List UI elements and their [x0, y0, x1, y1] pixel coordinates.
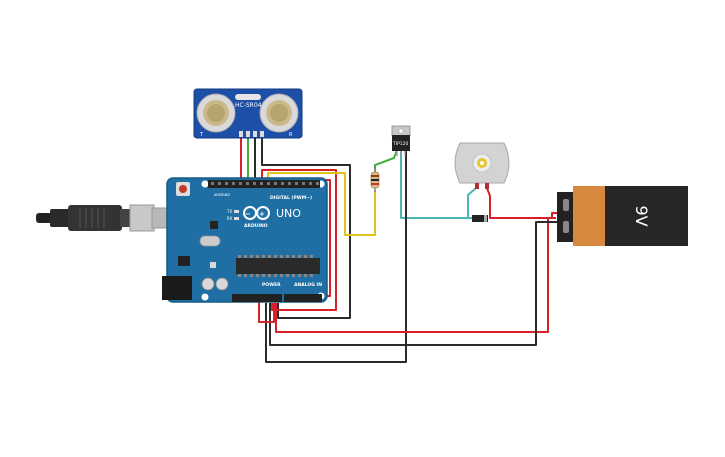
wire-yellow-pwm[interactable]: [267, 172, 376, 236]
svg-text:−: −: [245, 210, 251, 218]
atmega-chip: [236, 258, 320, 274]
wire-teal-collector[interactable]: [400, 150, 474, 219]
analog-header[interactable]: [284, 294, 322, 302]
digital-label: DIGITAL (PWM~): [270, 195, 312, 201]
resistor[interactable]: [370, 168, 380, 192]
power-jack[interactable]: [162, 276, 192, 300]
dc-motor[interactable]: [454, 142, 510, 189]
power-header[interactable]: [232, 294, 282, 302]
wire-5v[interactable]: [261, 169, 337, 311]
gnd-label: GND: [222, 193, 230, 197]
sensor-model: HC-SR04: [235, 102, 262, 109]
svg-text:+: +: [259, 210, 265, 218]
tx-label: TX: [226, 209, 232, 214]
wire-sensor-gnd[interactable]: [261, 137, 351, 319]
sensor-t-label: T: [199, 132, 204, 138]
aref-label: AREF: [214, 193, 223, 197]
usb-cable[interactable]: [36, 204, 175, 232]
wire-red-motor[interactable]: [486, 187, 566, 219]
transistor-label: TIP120: [392, 141, 409, 147]
sensor-pin-gnd[interactable]: [260, 131, 264, 137]
arduino-logo: − +: [243, 206, 270, 220]
wire-teal-motor[interactable]: [467, 187, 477, 218]
sensor-pin-echo[interactable]: [253, 131, 257, 137]
analog-label: ANALOG IN: [294, 282, 322, 288]
diode[interactable]: [472, 215, 488, 222]
wire-black-emitter[interactable]: [265, 150, 407, 363]
power-label: POWER: [262, 282, 281, 288]
digital-header[interactable]: [208, 180, 320, 188]
arduino-uno-board[interactable]: DIGITAL (PWM~) AREF GND TX RX − + UNO AR…: [162, 177, 328, 303]
sensor-r-label: R: [289, 132, 293, 138]
battery-9v[interactable]: 9V: [557, 186, 688, 246]
tip120-transistor[interactable]: TIP120: [391, 125, 411, 156]
wire-red-battery[interactable]: [275, 217, 556, 333]
arduino-model: UNO: [276, 207, 301, 220]
ultrasonic-sensor[interactable]: HC-SR04 T R: [193, 88, 303, 139]
arduino-brand: ARDUINO: [244, 223, 268, 229]
battery-label: 9V: [632, 205, 651, 226]
wire-black-battery[interactable]: [269, 221, 566, 346]
rx-label: RX: [227, 216, 233, 221]
wire-green-base[interactable]: [374, 149, 398, 172]
sensor-pin-trig[interactable]: [246, 131, 250, 137]
sensor-pin-vcc[interactable]: [239, 131, 243, 137]
